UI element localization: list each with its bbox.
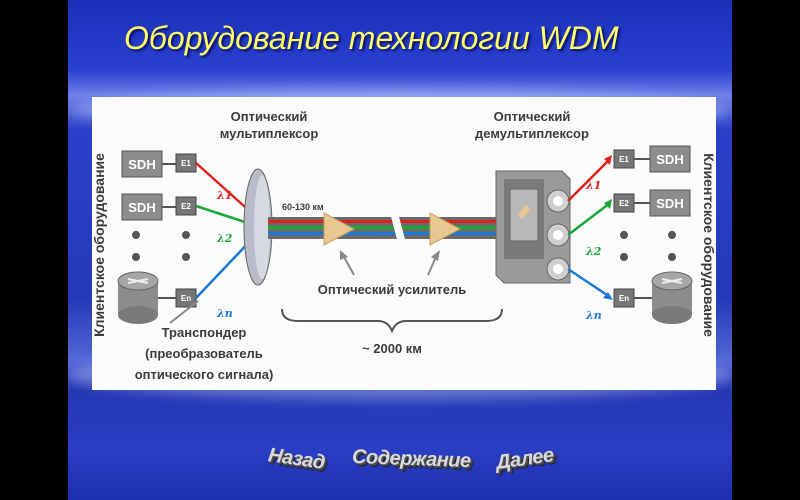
svg-text:SDH: SDH: [128, 157, 155, 172]
sdh-box-right-2: SDH: [649, 189, 691, 217]
mux-label-line1: Оптический: [231, 109, 308, 124]
wdm-diagram-panel: Клиентское оборудование Клиентское обору…: [92, 97, 716, 390]
transponder-left-1: E1: [175, 153, 197, 173]
svg-text:E1: E1: [181, 159, 191, 168]
transponder-right-2: E2: [613, 193, 635, 213]
optical-amplifier-1: [323, 212, 356, 246]
multiplexer-icon: [243, 168, 273, 286]
distance-label: ~ 2000 км: [362, 341, 422, 356]
svg-text:SDH: SDH: [128, 200, 155, 215]
distance-brace: [281, 308, 503, 334]
svg-text:SDH: SDH: [656, 152, 683, 167]
fiber-break-mark: [390, 213, 406, 243]
client-label-right: Клиентское оборудование: [701, 153, 716, 337]
wdm-diagram: Клиентское оборудование Клиентское обору…: [92, 109, 716, 382]
transponder-pointer: [169, 300, 199, 324]
amplifier-label: Оптический усилитель: [318, 282, 466, 297]
optical-amplifier-2: [429, 212, 462, 246]
router-icon-right: [651, 271, 693, 324]
transponder-caption-line2: (преобразователь: [145, 346, 263, 361]
transponder-left-2: E2: [175, 196, 197, 216]
client-label-left: Клиентское оборудование: [92, 153, 107, 337]
svg-text:En: En: [181, 294, 191, 303]
ellipsis-dots-left: [132, 231, 190, 261]
contents-button[interactable]: Содержание: [351, 445, 471, 473]
demux-label-line2: демультиплексор: [475, 126, 589, 141]
demux-label-line1: Оптический: [494, 109, 571, 124]
transponder-right-n: En: [613, 288, 635, 308]
lambda-label-right-2: λ2: [585, 245, 602, 258]
lambda-label-right-n: λn: [585, 309, 602, 322]
lambda-label-left-2: λ2: [216, 232, 233, 245]
router-icon-left: [117, 271, 159, 324]
slide-title: Оборудование технологии WDM: [124, 20, 619, 56]
transponder-caption-line3: оптического сигнала): [135, 367, 274, 382]
lambda-label-left-n: λn: [216, 307, 233, 320]
span-label: 60-130 км: [282, 202, 324, 212]
demultiplexer-icon: [495, 170, 571, 284]
sdh-box-right-1: SDH: [649, 145, 691, 173]
transponder-caption-line1: Транспондер: [162, 325, 247, 340]
lambda-label-left-1: λ1: [216, 189, 232, 202]
optical-fiber-bundle: [268, 217, 508, 239]
sdh-box-left-1: SDH: [121, 150, 163, 178]
svg-text:E2: E2: [619, 199, 629, 208]
ellipsis-dots-right: [620, 231, 676, 261]
transponder-right-1: E1: [613, 149, 635, 169]
svg-text:E2: E2: [181, 202, 191, 211]
sdh-box-left-2: SDH: [121, 193, 163, 221]
lambda-label-right-1: λ1: [585, 179, 601, 192]
svg-text:En: En: [619, 294, 629, 303]
svg-text:SDH: SDH: [656, 196, 683, 211]
svg-text:E1: E1: [619, 155, 629, 164]
mux-label-line2: мультиплексор: [220, 126, 319, 141]
